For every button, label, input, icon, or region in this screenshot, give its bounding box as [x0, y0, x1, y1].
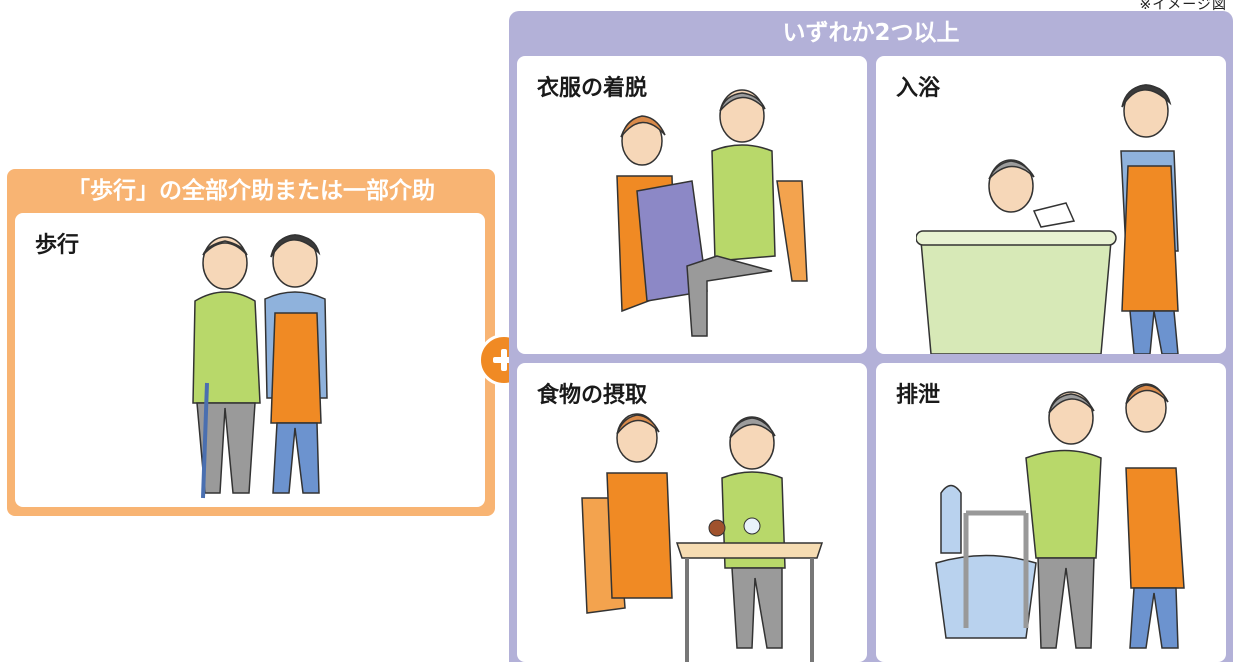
walking-label: 歩行: [35, 233, 80, 258]
caption: ※イメージ図: [1139, 0, 1227, 13]
dressing-panel: 衣服の着脱: [517, 56, 867, 354]
toileting-assistance-icon: [935, 383, 1185, 649]
toileting-panel: 排泄: [876, 363, 1226, 662]
walking-group-title: 「歩行」の全部介助または一部介助: [67, 178, 435, 204]
feeding-label: 食物の摂取: [537, 383, 648, 408]
walking-group: 「歩行」の全部介助または一部介助 歩行: [7, 169, 495, 516]
bathing-panel: 入浴: [876, 56, 1226, 354]
walking-panel: 歩行: [15, 213, 485, 507]
bathing-label: 入浴: [896, 76, 941, 101]
feeding-assistance-icon: [581, 413, 824, 662]
toileting-label: 排泄: [896, 383, 941, 408]
dressing-assistance-icon: [616, 89, 808, 337]
feeding-panel: 食物の摂取: [517, 363, 867, 662]
adl-group-title: いずれか2つ以上: [782, 20, 960, 46]
dressing-label: 衣服の着脱: [537, 76, 648, 101]
caregiver-walking-with-elderly-icon: [192, 234, 328, 499]
adl-group: いずれか2つ以上 衣服の着脱 入浴: [509, 11, 1233, 662]
bathing-assistance-icon: [916, 84, 1179, 354]
